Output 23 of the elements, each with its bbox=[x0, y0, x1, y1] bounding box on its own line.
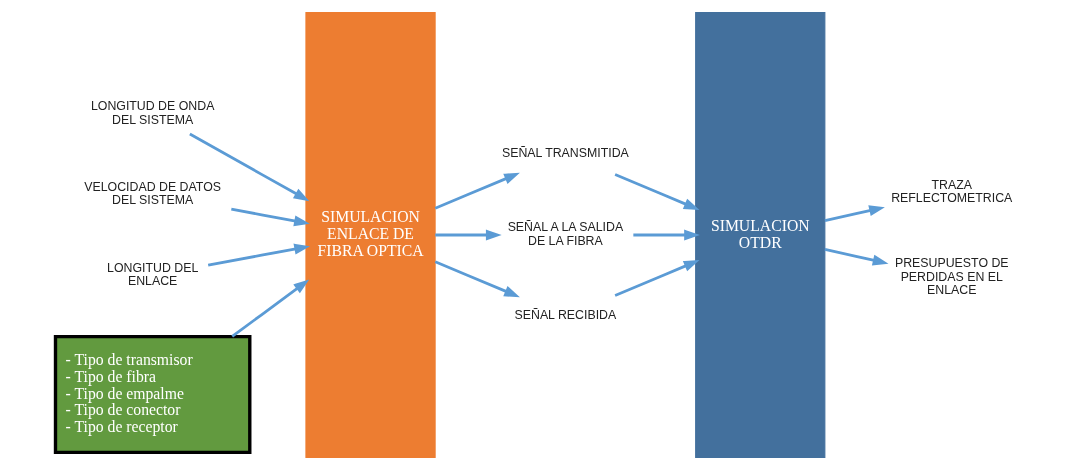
node-box: SIMULACION OTDR bbox=[695, 12, 826, 458]
arrow bbox=[614, 260, 700, 297]
node-text: TRAZA REFLECTOMETRICA bbox=[891, 177, 1013, 206]
arrow bbox=[207, 243, 310, 267]
node-text: SEÑAL RECIBIDA bbox=[514, 308, 617, 323]
node-text: LONGITUD DEL ENLACE bbox=[107, 260, 199, 289]
node-box: SIMULACION ENLACE DE FIBRA OPTICA bbox=[305, 12, 436, 458]
node-box: - Tipo de transmisor - Tipo de fibra - Tipo de empalme - Tipo de conector - Tipo de receptor bbox=[53, 334, 252, 454]
arrow bbox=[231, 207, 310, 227]
arrow bbox=[824, 247, 889, 266]
node-text: SEÑAL TRANSMITIDA bbox=[501, 146, 629, 161]
arrow bbox=[824, 205, 885, 223]
arrow bbox=[231, 279, 310, 338]
arrow bbox=[434, 172, 520, 210]
node-text: VELOCIDAD DE DATOS DEL SISTEMA bbox=[84, 179, 222, 208]
arrow bbox=[435, 229, 502, 241]
arrow bbox=[633, 229, 700, 241]
node-text: PRESUPUESTO DE PERDIDAS EN EL ENLACE bbox=[894, 256, 1009, 298]
arrow bbox=[189, 132, 310, 202]
arrow bbox=[434, 260, 520, 298]
node-text: LONGITUD DE ONDA DEL SISTEMA bbox=[90, 99, 215, 127]
node-text: SEÑAL A LA SALIDA DE LA FIBRA bbox=[507, 220, 624, 248]
arrow bbox=[614, 173, 700, 210]
